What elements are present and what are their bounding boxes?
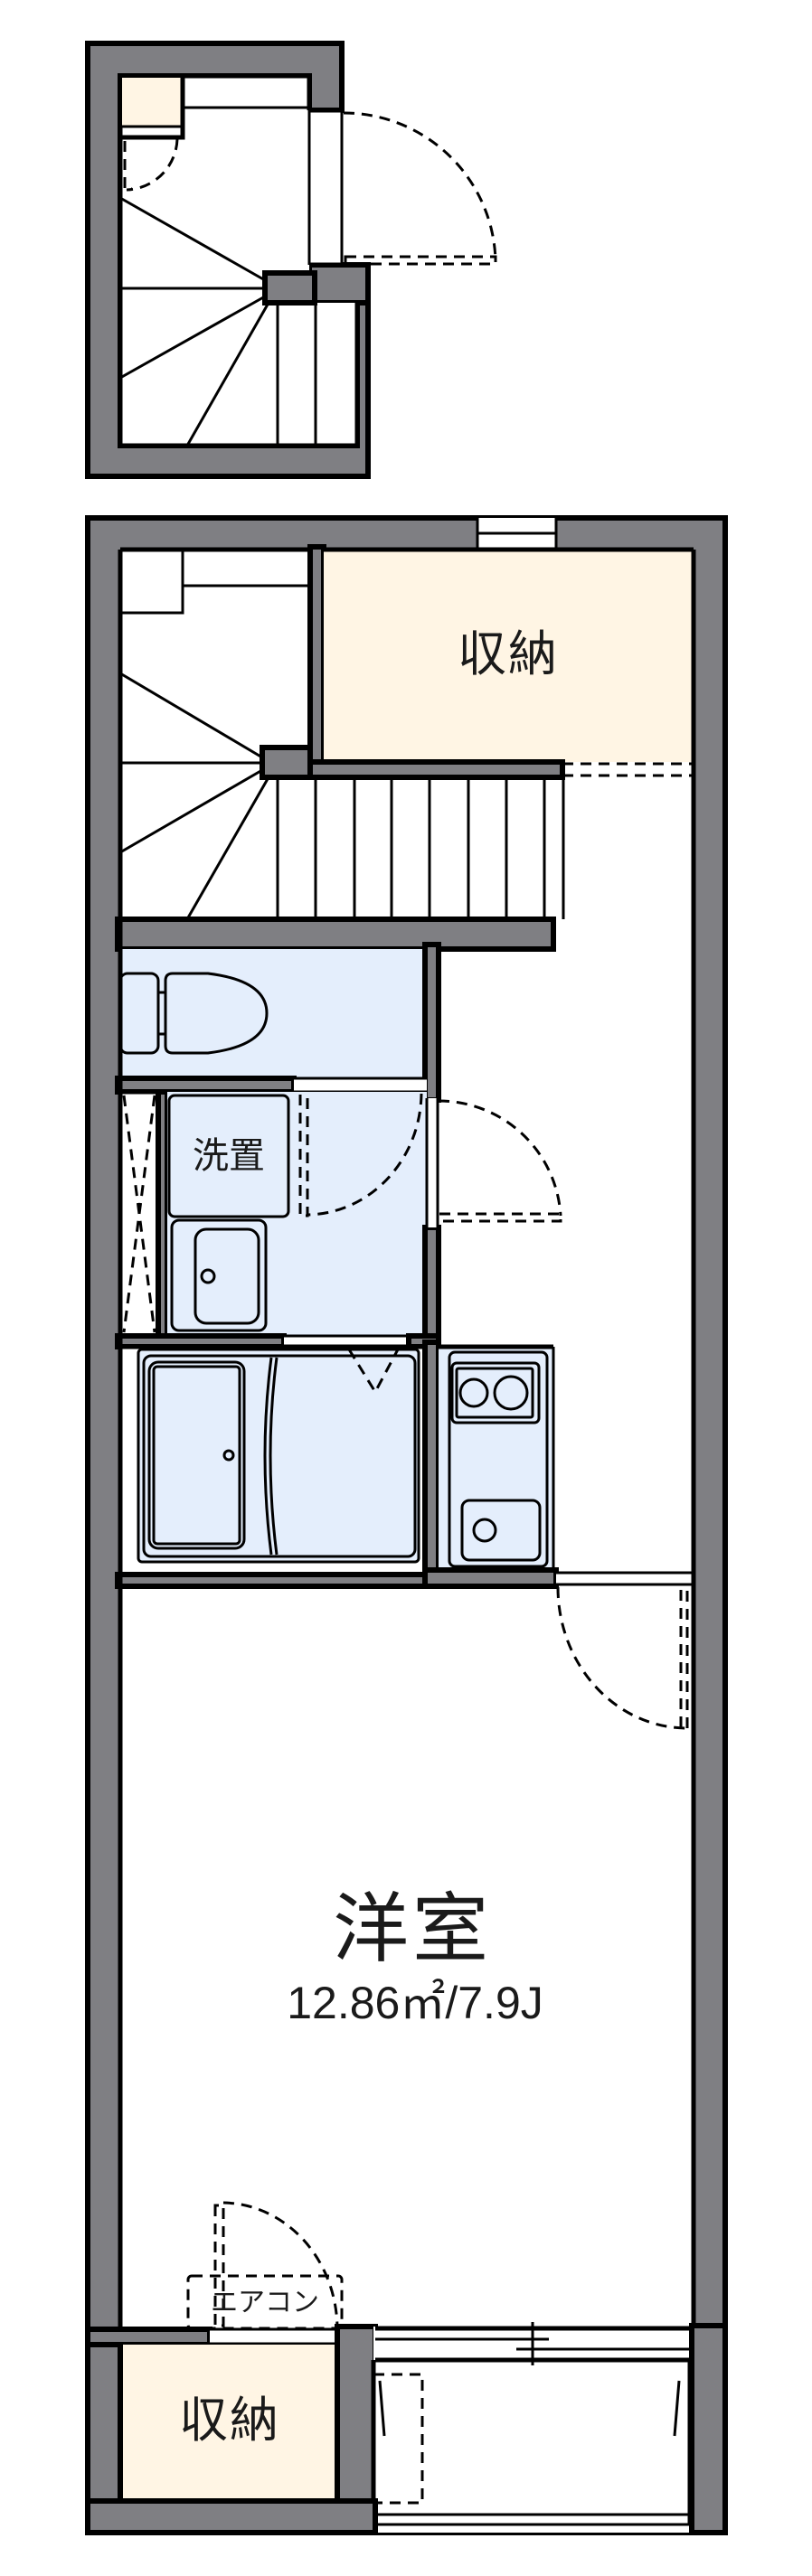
top-window: [476, 518, 558, 550]
washroom-entry-door: [438, 1099, 562, 1223]
washer-space-label: 洗置: [193, 1135, 265, 1177]
toilet-room: [115, 942, 441, 1103]
aircon-label: エアコン: [211, 2287, 319, 2318]
storage-bottom-label: 収納: [179, 2392, 280, 2449]
bottom-section: [85, 2201, 728, 2535]
washroom: [115, 1092, 441, 1349]
linen-shelf: [120, 1089, 170, 1339]
bathroom: [115, 1340, 441, 1589]
storage-top-label: 収納: [458, 625, 559, 682]
room-door: [556, 1571, 694, 1730]
main-room-area: 12.86㎡/7.9J: [287, 1978, 543, 2028]
main-room-label: 洋室: [332, 1885, 493, 1973]
loft-section: [85, 41, 497, 479]
storage-top-room: [307, 547, 694, 780]
kitchen: [422, 1340, 559, 1589]
